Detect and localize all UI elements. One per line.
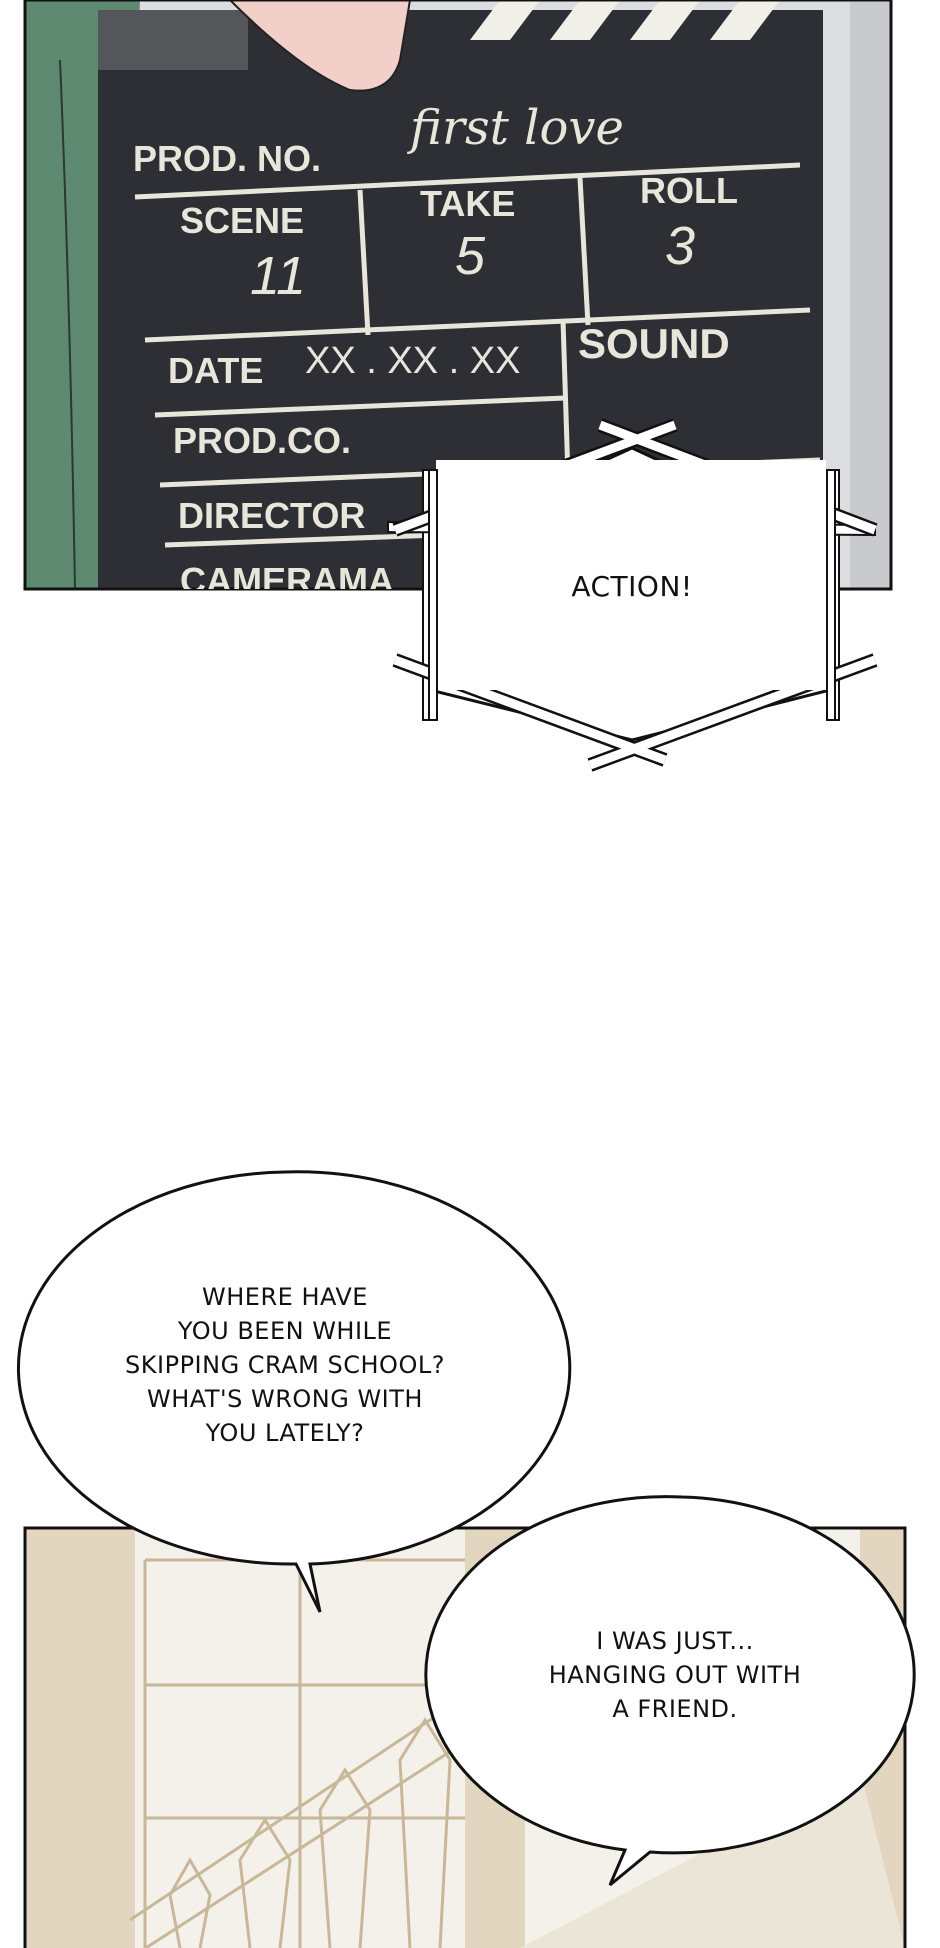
bubble-line: SKIPPING CRAM SCHOOL? xyxy=(125,1351,445,1379)
roll-value: 3 xyxy=(665,216,696,276)
date-label: DATE xyxy=(168,350,264,391)
date-value: XX . XX . XX xyxy=(305,340,521,382)
action-hex-bubble xyxy=(387,418,878,772)
sound-label: SOUND xyxy=(578,320,730,367)
scene-label: SCENE xyxy=(180,200,305,241)
action-text: ACTION! xyxy=(571,570,693,603)
bubble-line: WHAT'S WRONG WITH xyxy=(147,1385,423,1413)
bubble-line: YOU LATELY? xyxy=(205,1419,365,1447)
take-value: 5 xyxy=(455,226,486,286)
prod-no-value: first love xyxy=(410,100,624,156)
bubble-line: HANGING OUT WITH xyxy=(548,1661,802,1689)
speech-bubble-answer: I WAS JUST... HANGING OUT WITH A FRIEND. xyxy=(475,1624,875,1726)
roll-label: ROLL xyxy=(640,170,738,211)
prod-co-label: PROD.CO. xyxy=(173,420,352,461)
prod-no-label: PROD. NO. xyxy=(133,138,322,179)
bubble-line: WHERE HAVE xyxy=(202,1283,368,1311)
clapperboard-text: PROD. NO. first love SCENE 11 TAKE 5 ROL… xyxy=(0,0,940,589)
director-label: DIRECTOR xyxy=(178,495,366,536)
take-label: TAKE xyxy=(420,183,516,224)
bubble-line: A FRIEND. xyxy=(612,1695,738,1723)
clapperboard-art xyxy=(23,0,893,591)
cameraman-label: CAMERAMA xyxy=(180,560,394,589)
bubble-line: I WAS JUST... xyxy=(596,1627,754,1655)
speech-bubble-question: WHERE HAVE YOU BEEN WHILE SKIPPING CRAM … xyxy=(55,1280,515,1450)
scene-value: 11 xyxy=(250,246,307,306)
bubble-line: YOU BEEN WHILE xyxy=(177,1317,393,1345)
